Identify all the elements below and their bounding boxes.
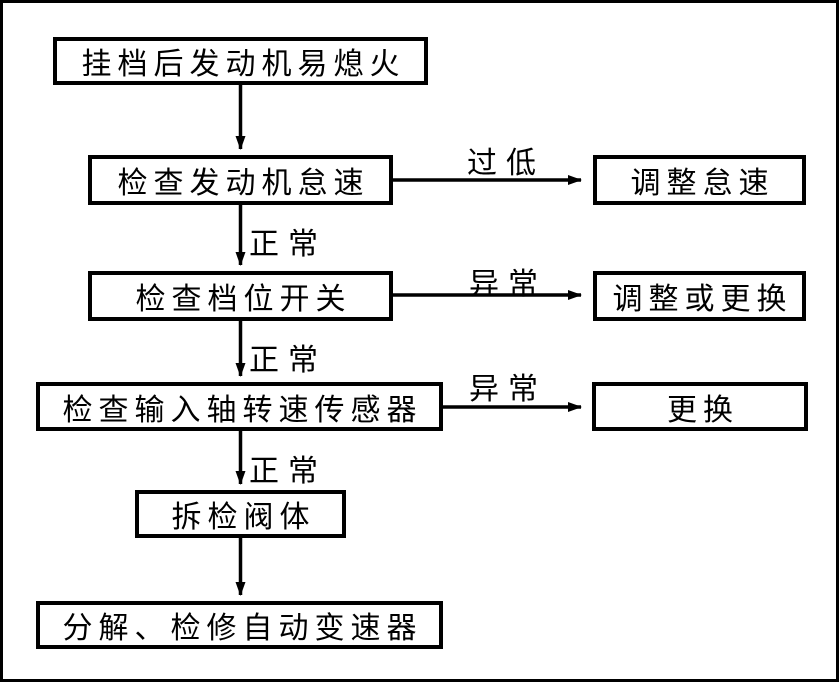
node-replace: 更换 [592,382,808,431]
edge-label-too-low: 过低 [467,146,545,181]
arrow-layer [235,85,582,596]
node-overhaul-transmission: 分解、检修自动变速器 [36,601,443,649]
edge-label-normal-1: 正常 [249,227,327,262]
node-check-engine-idle: 检查发动机怠速 [88,155,393,205]
edge-label-abnormal-1: 异常 [469,267,547,302]
node-start-symptom: 挂档后发动机易熄火 [53,37,428,85]
node-check-gear-switch: 检查档位开关 [88,271,393,321]
node-adjust-or-replace: 调整或更换 [593,271,806,321]
node-inspect-valve-body: 拆检阀体 [135,490,346,538]
node-check-input-shaft-speed-sensor: 检查输入轴转速传感器 [36,382,443,431]
node-adjust-idle: 调整怠速 [593,155,806,205]
edge-label-normal-3: 正常 [249,454,327,489]
edge-label-abnormal-2: 异常 [469,372,547,407]
edge-label-normal-2: 正常 [249,343,327,378]
